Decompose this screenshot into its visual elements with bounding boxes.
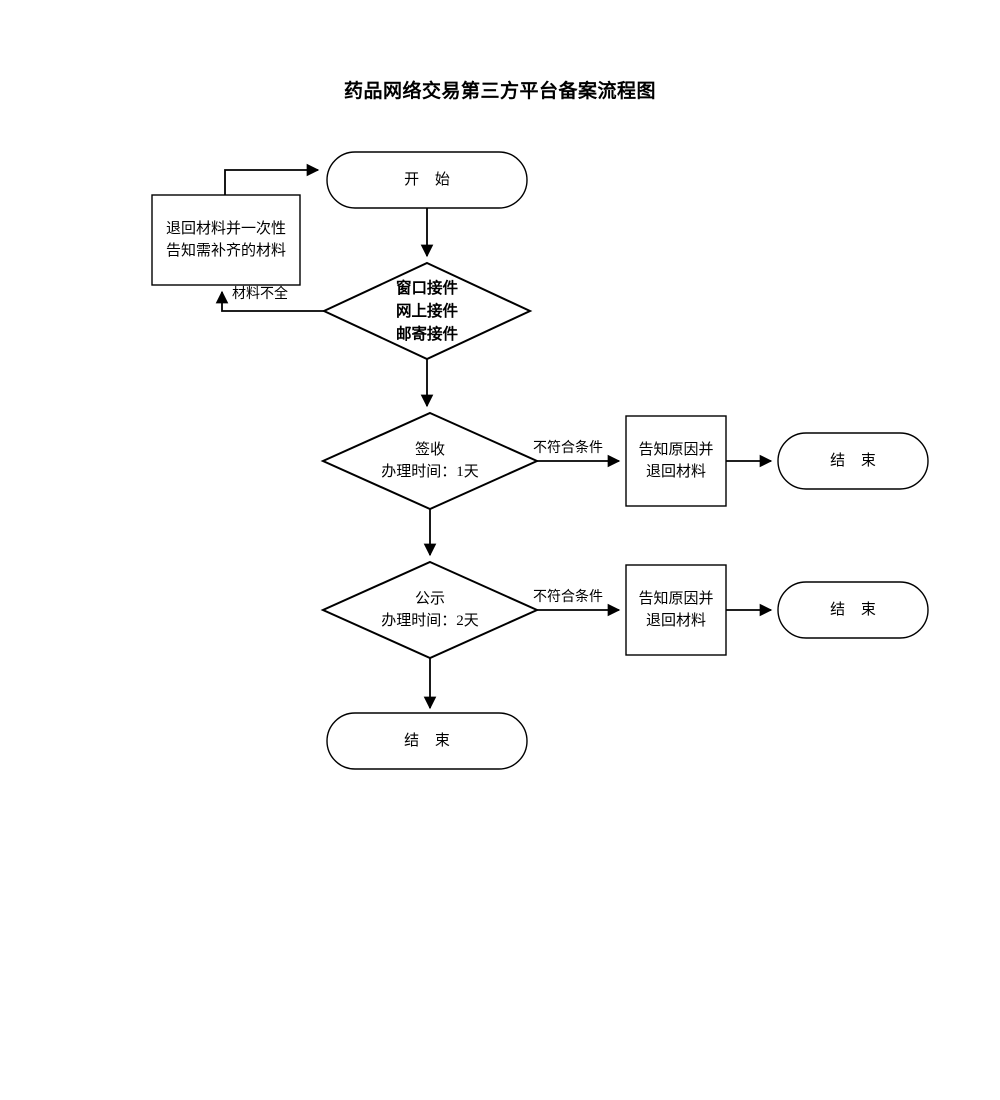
shape-return-materials[interactable]: [151, 194, 301, 286]
shape-end-bottom[interactable]: [326, 712, 528, 770]
shape-sign-receipt-diamond[interactable]: [320, 411, 540, 511]
shape-start[interactable]: [326, 151, 528, 209]
shape-intake-diamond[interactable]: [321, 261, 533, 361]
shape-end-right-1[interactable]: [777, 432, 929, 490]
shape-notify-return-2[interactable]: [625, 564, 727, 656]
edge-return-to-start: [224, 163, 320, 195]
shape-notify-return-1[interactable]: [625, 415, 727, 507]
shape-end-right-2[interactable]: [777, 581, 929, 639]
shape-publicity-diamond[interactable]: [320, 560, 540, 660]
edge-intake-to-return: [215, 290, 324, 312]
page-title: 药品网络交易第三方平台备案流程图: [343, 81, 656, 102]
